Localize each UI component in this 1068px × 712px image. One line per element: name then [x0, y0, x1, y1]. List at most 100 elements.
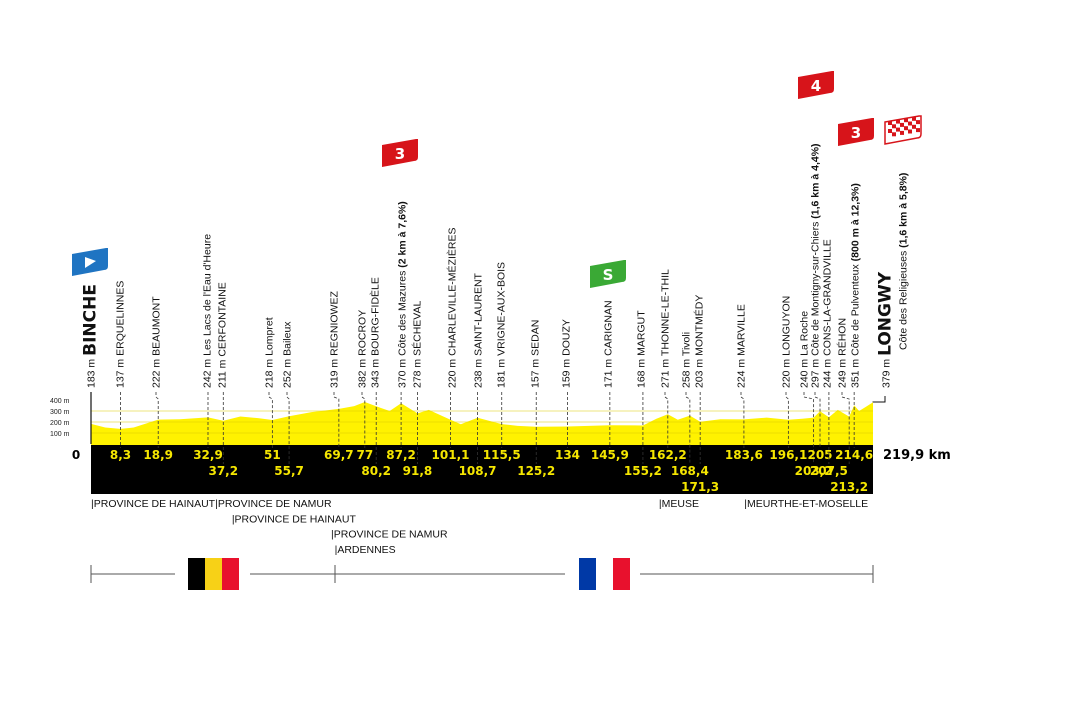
km-label: 162,2 — [649, 448, 687, 462]
waypoint-marker-line — [333, 392, 340, 448]
belgium-flag-stripe — [222, 558, 239, 590]
km-label: 80,2 — [361, 464, 391, 478]
finish-climb-details: (1,6 km à 5,8%) — [898, 173, 910, 248]
region-label: |PROVINCE DE HAINAUT — [91, 498, 216, 510]
km-label: 213,2 — [830, 480, 868, 494]
waypoint-label: 351 m Côte de Pulventeux (800 m à 12,3%) — [850, 183, 862, 388]
waypoint-altitude: 319 m — [329, 356, 341, 388]
waypoint-name: Côte de Pulventeux — [850, 263, 862, 355]
region-label: |MEUSE — [659, 498, 699, 510]
belgium-flag-stripe — [205, 558, 222, 590]
waypoint-marker-line — [814, 392, 821, 448]
waypoint-name: MONTMÉDY — [693, 295, 706, 356]
waypoint-marker-line — [685, 392, 691, 464]
checker-square — [912, 116, 916, 121]
waypoint-altitude: 218 m — [264, 356, 276, 388]
waypoint-marker-line — [785, 392, 789, 448]
waypoint-label: 224 m MARVILLE — [736, 304, 748, 388]
waypoint-name: MARGUT — [636, 310, 648, 356]
waypoint-altitude: 252 m — [282, 356, 294, 388]
waypoint-altitude: 238 m — [473, 356, 485, 388]
climb-category-label: 3 — [851, 124, 861, 142]
waypoint-label: 183 m BINCHE — [81, 284, 101, 388]
waypoint-label: 249 m RÉHON — [836, 318, 849, 388]
belgium-flag-stripe — [188, 558, 205, 590]
km-label: 168,4 — [671, 464, 709, 478]
finish-leader — [872, 396, 886, 403]
km-label: 87,2 — [386, 448, 416, 462]
waypoint-label: 203 m MONTMÉDY — [693, 295, 706, 388]
checker-square — [900, 130, 904, 135]
waypoint-altitude: 183 m — [86, 356, 98, 388]
waypoint-label: 159 m DOUZY — [561, 319, 573, 388]
waypoint-altitude: 244 m — [822, 356, 834, 388]
checker-square — [900, 122, 904, 127]
waypoint-name: LONGWY — [876, 271, 896, 356]
climb-category-flag — [838, 118, 874, 146]
waypoint-marker-line — [286, 392, 290, 464]
checker-square — [896, 119, 900, 124]
region-label: |ARDENNES — [335, 544, 396, 556]
checker-square — [888, 121, 892, 125]
waypoint-marker-line — [361, 392, 366, 448]
waypoint-altitude: 242 m — [202, 356, 214, 388]
waypoint-name: ROCROY — [357, 310, 369, 356]
waypoint-label: 220 m CHARLEVILLE-MÉZIÈRES — [446, 228, 459, 388]
waypoint-label: 258 m Tivoli — [681, 332, 693, 388]
waypoint-name: ERQUELINNES — [115, 281, 127, 356]
waypoint-altitude: 211 m — [217, 357, 229, 388]
waypoint-altitude: 220 m — [781, 356, 793, 388]
waypoint-name: Tivoli — [681, 332, 693, 356]
waypoint-name: La Roche — [799, 311, 811, 356]
waypoint-label: 252 m Baileux — [282, 321, 294, 388]
waypoint-label: 171 m CARIGNAN — [603, 300, 615, 388]
climb-details: (2 km à 7,6%) — [397, 201, 409, 270]
waypoint-name: MARVILLE — [736, 304, 748, 356]
waypoint-altitude: 258 m — [681, 356, 693, 388]
km-label: 171,3 — [681, 480, 719, 494]
waypoint-name: BINCHE — [81, 284, 101, 356]
y-tick-label: 100 m — [50, 431, 70, 438]
waypoint-name: RÉHON — [836, 318, 849, 356]
checker-square — [916, 128, 920, 133]
km-label: 214,6 — [835, 448, 873, 462]
waypoint-altitude: 271 m — [660, 356, 672, 388]
km-label: 32,9 — [193, 448, 223, 462]
waypoint-altitude: 168 m — [636, 356, 648, 388]
france-flag-stripe — [613, 558, 630, 590]
region-label: |PROVINCE DE NAMUR — [331, 529, 448, 541]
km-label: 37,2 — [208, 464, 238, 478]
checker-square — [904, 126, 908, 131]
waypoint-marker-line — [803, 392, 815, 464]
waypoint-name: Baileux — [282, 321, 294, 356]
climb-category-flag — [798, 71, 834, 99]
climb-details: (800 m à 12,3%) — [850, 183, 862, 264]
waypoint-name: CARIGNAN — [603, 300, 615, 355]
waypoint-altitude: 171 m — [603, 356, 615, 388]
waypoint-name: SAINT-LAURENT — [473, 272, 485, 355]
waypoint-name: Les Lacs de l'Eau d'Heure — [202, 234, 214, 356]
waypoint-name: SÉCHEVAL — [411, 300, 424, 355]
waypoint-label: 319 m REGNIOWEZ — [329, 291, 341, 388]
france-flag-stripe — [596, 558, 613, 590]
climb-details: (1,6 km à 4,4%) — [810, 143, 822, 221]
km-label: 101,1 — [432, 448, 470, 462]
km-label: 134 — [555, 448, 580, 462]
sprint-flag — [590, 260, 626, 288]
waypoint-altitude: 382 m — [357, 356, 369, 388]
checker-square — [896, 127, 900, 132]
km-label: 207,5 — [810, 464, 848, 478]
waypoint-altitude: 351 m — [850, 356, 862, 388]
km-label: 108,7 — [459, 464, 497, 478]
waypoint-name: BEAUMONT — [151, 296, 163, 356]
waypoint-marker-line — [268, 392, 273, 448]
checker-square — [892, 132, 896, 137]
waypoint-altitude: 343 m — [370, 356, 382, 388]
climb-category-label: 4 — [811, 77, 821, 95]
waypoint-name: REGNIOWEZ — [329, 291, 341, 356]
waypoint-label: 211 m CERFONTAINE — [217, 282, 229, 388]
play-icon — [85, 257, 96, 268]
waypoint-altitude: 159 m — [561, 356, 573, 388]
waypoint-altitude: 297 m — [810, 356, 822, 388]
waypoint-altitude: 137 m — [115, 356, 127, 388]
